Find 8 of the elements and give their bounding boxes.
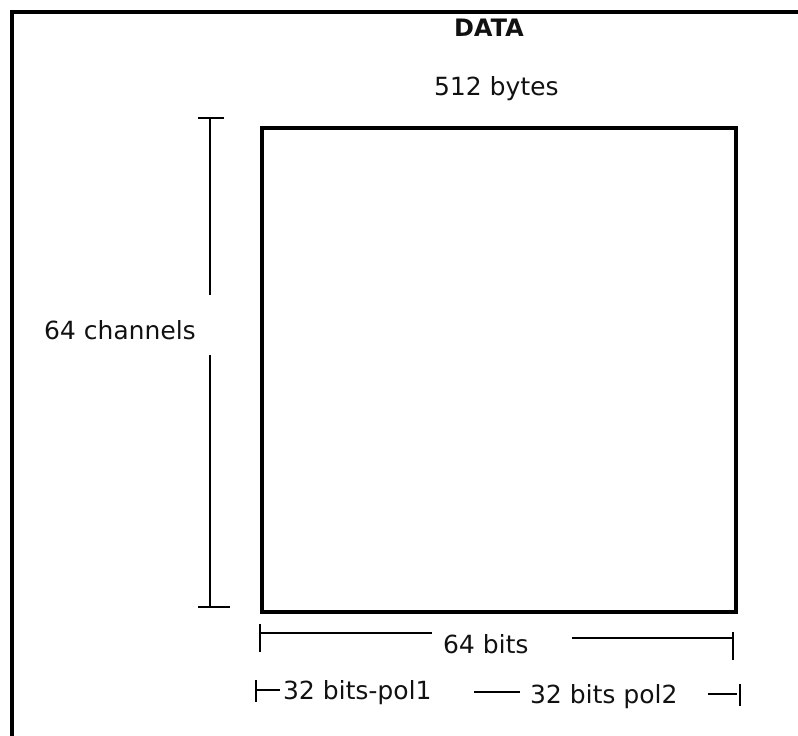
dimension-label: 64 bits [443, 632, 528, 657]
dimension-label: 32 bits pol2 [530, 682, 678, 707]
frame [10, 10, 798, 736]
dimension-label: 512 bytes [434, 74, 559, 99]
empty-box [260, 126, 738, 614]
dimension-label: 32 bits-pol1 [283, 678, 432, 703]
dimension-label: 64 channels [44, 318, 196, 343]
heading: DATA [454, 16, 524, 40]
